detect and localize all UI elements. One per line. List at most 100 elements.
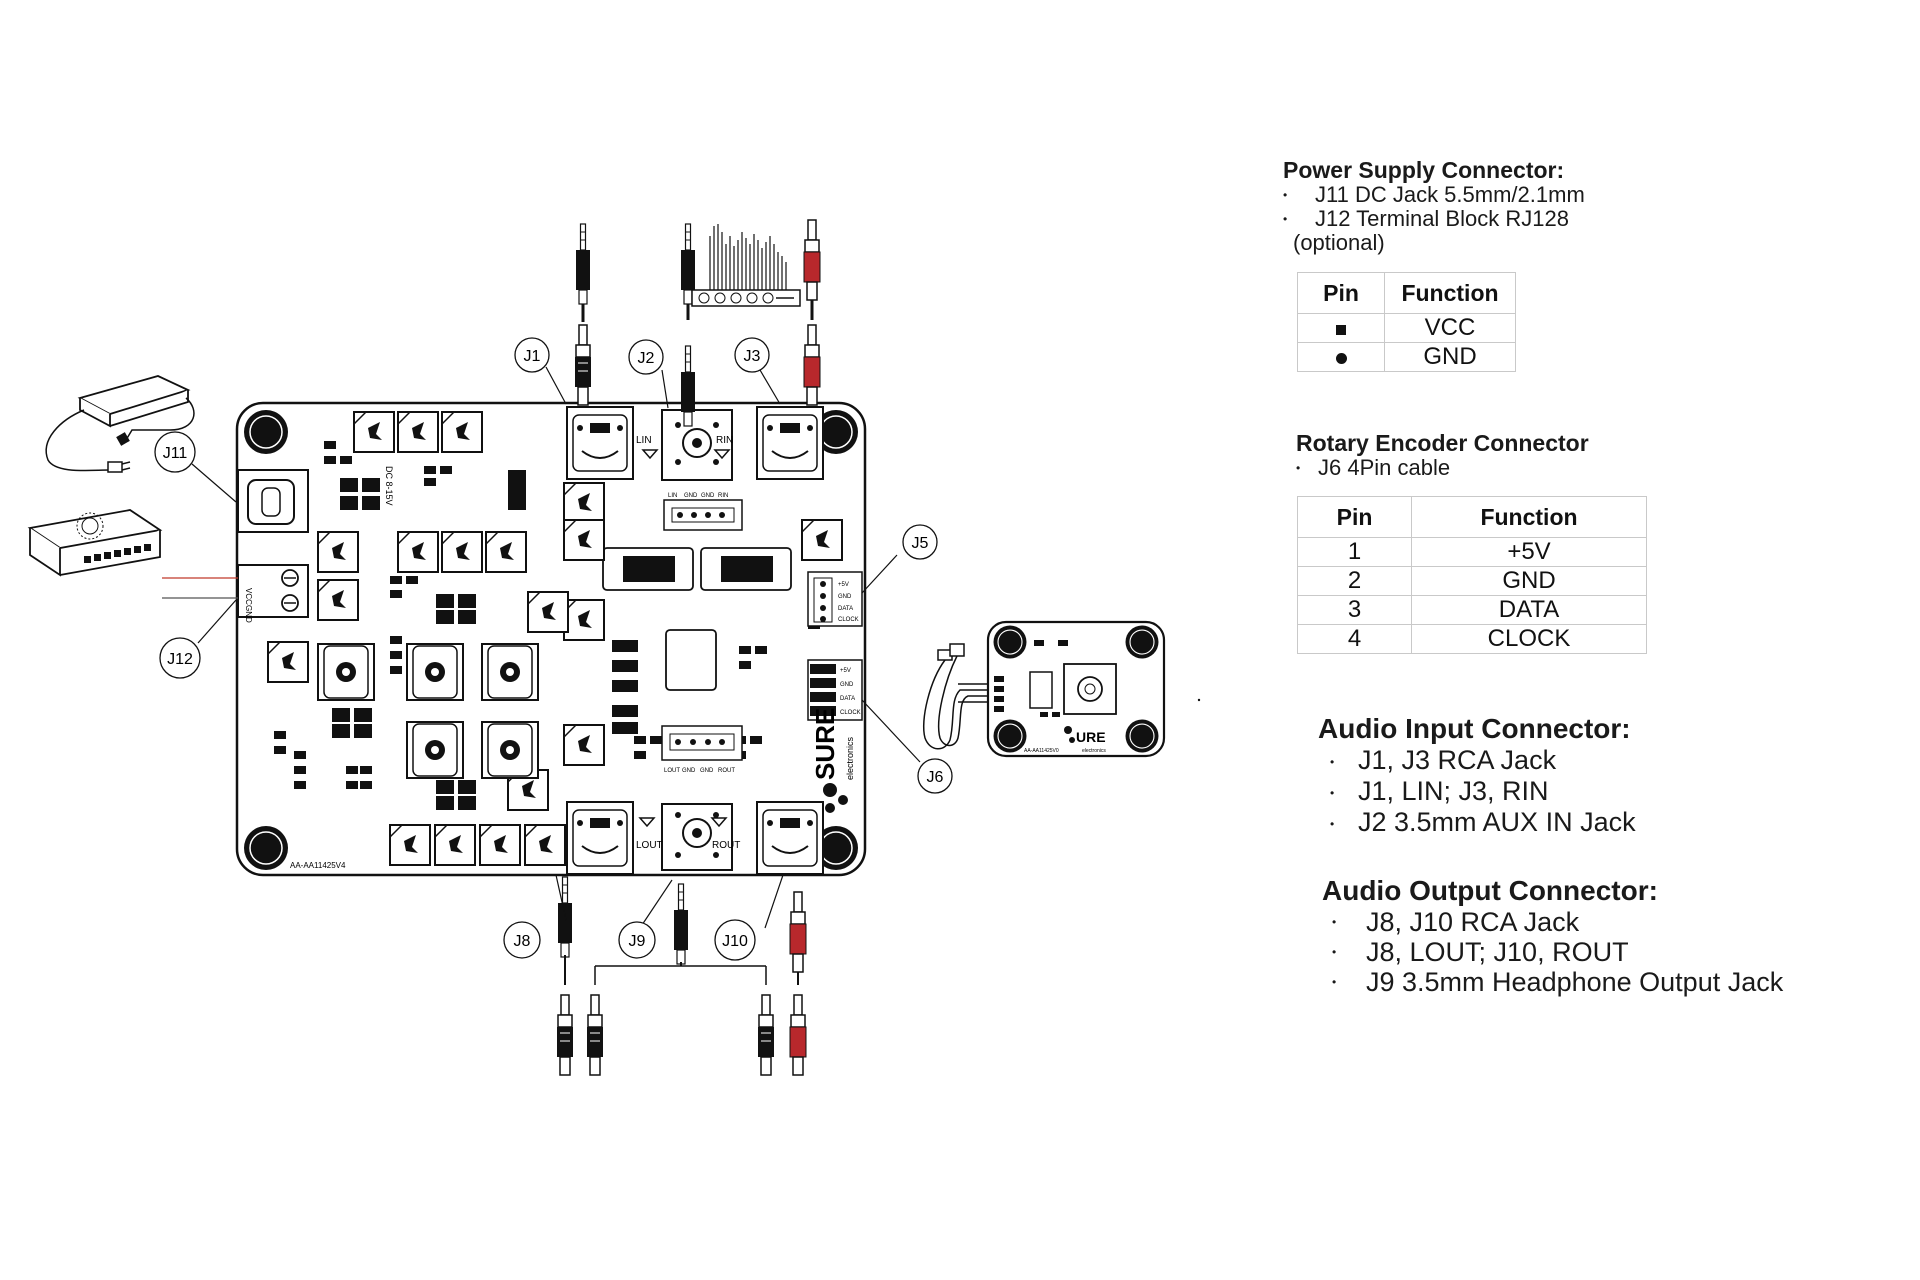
power-supply-title: Power Supply Connector:: [1283, 157, 1565, 183]
audio-output-item: J8, J10 RCA Jack: [1322, 907, 1783, 937]
j9-headphone-jack: [638, 803, 733, 871]
encoder-part-number: AA-AA11425V0: [1024, 748, 1059, 754]
rout-label: ROUT: [712, 840, 740, 851]
j3-cable-plug-top: [803, 219, 821, 301]
sure-logo-sub: electronics: [845, 736, 855, 780]
dc-jack-j11: [237, 469, 309, 533]
terminal-block-j12: [237, 564, 309, 618]
callout-j6: J6: [917, 758, 953, 794]
table-header-pin: Pin: [1297, 272, 1385, 314]
j4-header: [663, 499, 743, 531]
j4-pin-label: GND: [701, 493, 715, 499]
rotary-encoder-section: Rotary Encoder Connector J6 4Pin cable: [1296, 430, 1589, 480]
callout-j10-label: J10: [722, 933, 748, 950]
j6-pin-label: CLOCK: [840, 710, 861, 716]
audio-input-title: Audio Input Connector:: [1318, 713, 1631, 744]
callout-leaders: [191, 366, 921, 929]
ic-chips: [602, 547, 792, 691]
callout-j1-label: J1: [524, 348, 541, 365]
j3-rca-jack: [756, 406, 824, 480]
table-cell-function: GND: [1411, 566, 1647, 596]
j5-pin-label: +5V: [838, 582, 849, 588]
callout-j2-label: J2: [638, 350, 655, 367]
encoder-logo-text: URE: [1076, 729, 1106, 745]
power-adapter-icon: [45, 375, 195, 473]
j7-pin-label: LOUT: [664, 768, 680, 774]
mount-hole-bl: [243, 825, 289, 871]
table-header-function: Function: [1411, 496, 1647, 538]
j9-output-rca-plug-right: [757, 994, 775, 1076]
power-supply-list: J11 DC Jack 5.5mm/2.1mm J12 Terminal Blo…: [1283, 183, 1585, 232]
audio-input-item: J1, J3 RCA Jack: [1318, 745, 1636, 778]
j10-cable-plug: [789, 891, 807, 973]
power-pin-table: Pin Function VCC GND: [1297, 272, 1516, 372]
audio-input-list: J1, J3 RCA Jack J1, LIN; J3, RIN J2 3.5m…: [1318, 745, 1636, 840]
table-cell-pin: 4: [1297, 624, 1412, 654]
audio-output-section: Audio Output Connector: J8, J10 RCA Jack…: [1322, 875, 1783, 997]
j6-header-labels: +5V GND DATA CLOCK: [840, 668, 861, 716]
audio-output-title: Audio Output Connector:: [1322, 875, 1658, 906]
j5-pin-label: DATA: [838, 606, 853, 612]
table-cell-function: VCC: [1384, 313, 1516, 343]
callout-j1: J1: [514, 337, 550, 373]
j4-pin-label: RIN: [718, 493, 728, 499]
table-cell-pin: 2: [1297, 566, 1412, 596]
output-cables: [556, 876, 807, 1076]
table-header-row: Pin Function: [1297, 496, 1647, 538]
lin-label: LIN: [636, 435, 652, 446]
audio-input-section: Audio Input Connector: J1, J3 RCA Jack J…: [1318, 713, 1636, 840]
stray-dot: [1197, 698, 1201, 702]
j5-pin-label: GND: [838, 594, 852, 600]
callout-j10: J10: [714, 919, 756, 961]
table-cell-function: CLOCK: [1411, 624, 1647, 654]
encoder-cable: [922, 643, 988, 750]
callout-j11-label: J11: [163, 445, 188, 462]
j8-output-rca-plug: [556, 994, 574, 1076]
j10-rca-jack: [756, 801, 824, 875]
table-row: VCC: [1297, 313, 1516, 343]
main-board: LIN RIN LIN GND GND RIN: [235, 401, 867, 877]
rotary-encoder-title: Rotary Encoder Connector: [1296, 430, 1589, 456]
callout-j8-label: J8: [514, 933, 531, 950]
rotary-encoder-list: J6 4Pin cable: [1296, 456, 1589, 481]
audio-output-item: J9 3.5mm Headphone Output Jack: [1322, 967, 1783, 997]
power-supply-item: J12 Terminal Block RJ128: [1283, 207, 1585, 232]
audio-source-icon: [691, 224, 801, 307]
callout-j3: J3: [734, 337, 770, 373]
j1-cable-plug-top: [575, 223, 591, 305]
mount-hole-tl: [243, 409, 289, 455]
round-pin-icon: [1335, 353, 1347, 364]
audio-output-item: J8, LOUT; J10, ROUT: [1322, 937, 1783, 967]
encoder-pin-table: Pin Function 1 +5V 2 GND 3 DATA 4 CLOCK: [1297, 496, 1647, 654]
callout-j2: J2: [628, 339, 664, 375]
callout-j11: J11: [154, 431, 196, 473]
callout-j3-label: J3: [744, 348, 761, 365]
table-cell-pin: [1297, 313, 1385, 343]
table-header-function: Function: [1384, 272, 1516, 314]
j7-pin-label: ROUT: [718, 768, 735, 774]
input-cables: [574, 219, 821, 427]
encoder-logo-sub: electronics: [1082, 748, 1106, 754]
j6-pin-label: +5V: [840, 668, 851, 674]
j2-aux-jack: [641, 409, 733, 481]
j7-header-labels: LOUT GND GND ROUT: [664, 768, 735, 774]
j6-header: [807, 659, 863, 721]
j4-pin-label: LIN: [668, 493, 677, 499]
j7-pin-label: GND: [682, 768, 696, 774]
j10-output-rca-plug: [789, 994, 807, 1076]
sure-logo-text: SURE: [810, 708, 840, 780]
j9-output-rca-plug-left: [586, 994, 604, 1076]
board-part-number: AA-AA11425V4: [290, 861, 346, 870]
gnd-label: GND: [244, 605, 253, 623]
table-cell-function: DATA: [1411, 595, 1647, 625]
vcc-label: VCC: [244, 588, 253, 605]
j4-pin-label: GND: [684, 493, 698, 499]
j5-header: [807, 571, 863, 627]
rin-label: RIN: [716, 435, 733, 446]
j1-cable-rca-plug: [574, 324, 592, 406]
table-header-pin: Pin: [1297, 496, 1412, 538]
table-cell-pin: [1297, 342, 1385, 372]
square-pin-icon: [1336, 325, 1346, 335]
callout-j6-label: J6: [927, 769, 944, 786]
